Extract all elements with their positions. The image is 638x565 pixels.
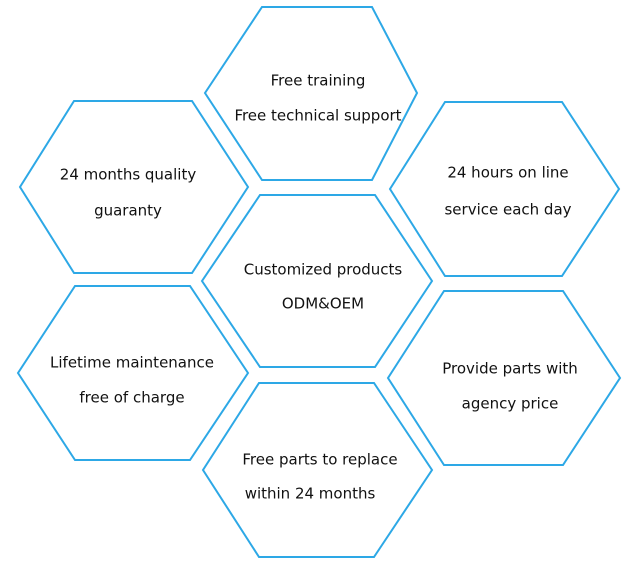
hexagon-free-training: Free training Free technical support [203,6,419,181]
hexagon-shape [388,101,621,277]
hexagon-label-line: 24 months quality [60,166,197,184]
hexagon-label-line: service each day [444,201,571,219]
hexagon-label-line: Free technical support [234,107,401,125]
hexagon-label-line: ODM&OEM [282,295,364,313]
hexagon-label-line: Provide parts with [442,360,578,378]
hexagon-shape [16,285,250,461]
hexagon-quality-guaranty: 24 months quality guaranty [18,100,250,274]
hexagon-free-parts: Free parts to replace within 24 months [201,382,434,558]
hexagon-online-service: 24 hours on line service each day [388,101,621,277]
hexagon-label-line: Customized products [244,261,403,279]
hexagon-lifetime-maintenance: Lifetime maintenance free of charge [16,285,250,461]
hexagon-label-line: Free parts to replace [242,451,397,469]
hexagon-customized-products: Customized products ODM&OEM [200,194,434,368]
hexagon-label-line: guaranty [94,202,162,220]
hexagon-shape [203,6,419,181]
hexagon-label-line: Lifetime maintenance [50,354,214,372]
hexagon-label-line: agency price [462,395,559,413]
hexagon-agency-price: Provide parts with agency price [386,290,622,466]
hexagon-label-line: Free training [271,72,366,90]
hexagon-label-line: free of charge [79,389,184,407]
hexagon-label-line: 24 hours on line [447,164,568,182]
hexagon-shape [200,194,434,368]
hexagon-shape [386,290,622,466]
hexagon-shape [18,100,250,274]
hexagon-shape [201,382,434,558]
hexagon-label-line: within 24 months [245,485,376,503]
